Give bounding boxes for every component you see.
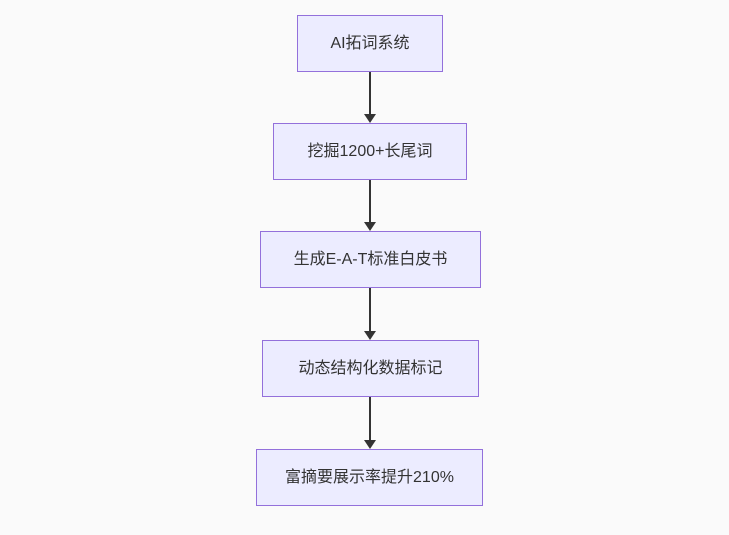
flowchart-arrow-4 [364, 397, 376, 449]
flowchart-arrow-3 [364, 288, 376, 340]
arrow-head-icon [364, 114, 376, 123]
node-label: AI拓词系统 [330, 34, 410, 52]
arrow-line [369, 397, 371, 441]
flowchart-node-eat-whitepaper: 生成E-A-T标准白皮书 [260, 231, 481, 288]
flowchart-node-longtail-keywords: 挖掘1200+长尾词 [273, 123, 467, 180]
flowchart-node-structured-data-markup: 动态结构化数据标记 [262, 340, 479, 397]
node-label: 动态结构化数据标记 [298, 359, 443, 377]
flowchart-node-ai-word-expansion: AI拓词系统 [297, 15, 443, 72]
arrow-line [369, 288, 371, 332]
arrow-head-icon [364, 222, 376, 231]
arrow-line [369, 180, 371, 223]
node-label: 富摘要展示率提升210% [285, 468, 454, 486]
node-label: 挖掘1200+长尾词 [307, 142, 433, 160]
arrow-line [369, 72, 371, 115]
arrow-head-icon [364, 440, 376, 449]
flowchart-arrow-1 [364, 72, 376, 123]
node-label: 生成E-A-T标准白皮书 [293, 250, 448, 268]
arrow-head-icon [364, 331, 376, 340]
flowchart-arrow-2 [364, 180, 376, 231]
flowchart-node-rich-snippet-result: 富摘要展示率提升210% [256, 449, 483, 506]
